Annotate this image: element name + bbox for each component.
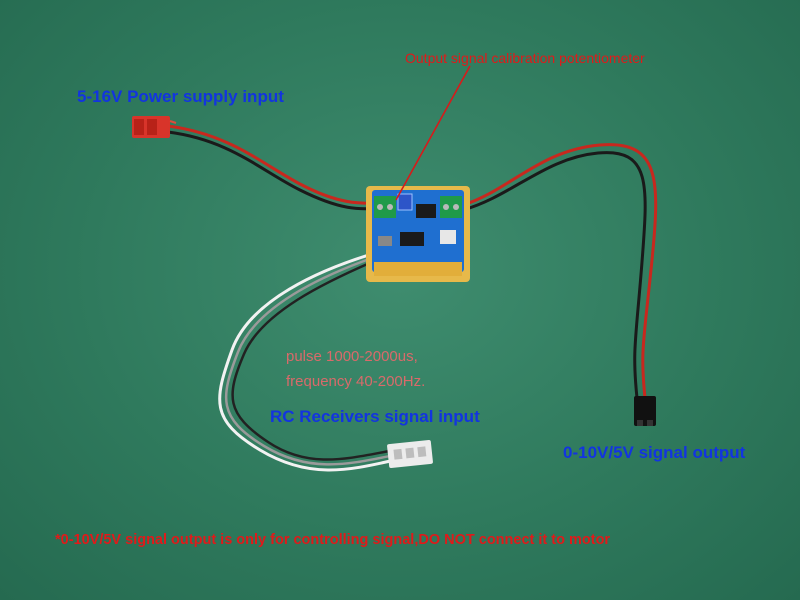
power-cable: [167, 124, 381, 211]
potentiometer-pointer: [395, 65, 471, 201]
output-cable: [462, 143, 658, 399]
right-terminal: [440, 196, 462, 218]
white-connector: [387, 439, 433, 469]
black-connector: [634, 396, 656, 426]
converter-board: [366, 186, 470, 282]
warning-note: *0-10V/5V signal output is only for cont…: [55, 532, 611, 548]
rc-cable: [218, 252, 396, 472]
left-terminal: [374, 196, 396, 218]
signal-output-label: 0-10V/5V signal output: [563, 443, 746, 462]
power-input-label: 5-16V Power supply input: [77, 87, 284, 106]
potentiometer: [397, 193, 413, 211]
rc-input-label: RC Receivers signal input: [270, 407, 480, 426]
pulse-spec-label: pulse 1000-2000us,: [286, 348, 418, 365]
frequency-spec-label: frequency 40-200Hz.: [286, 373, 426, 390]
potentiometer-label: Output signal calibration potentiometer: [405, 50, 645, 66]
red-connector: [132, 116, 177, 138]
